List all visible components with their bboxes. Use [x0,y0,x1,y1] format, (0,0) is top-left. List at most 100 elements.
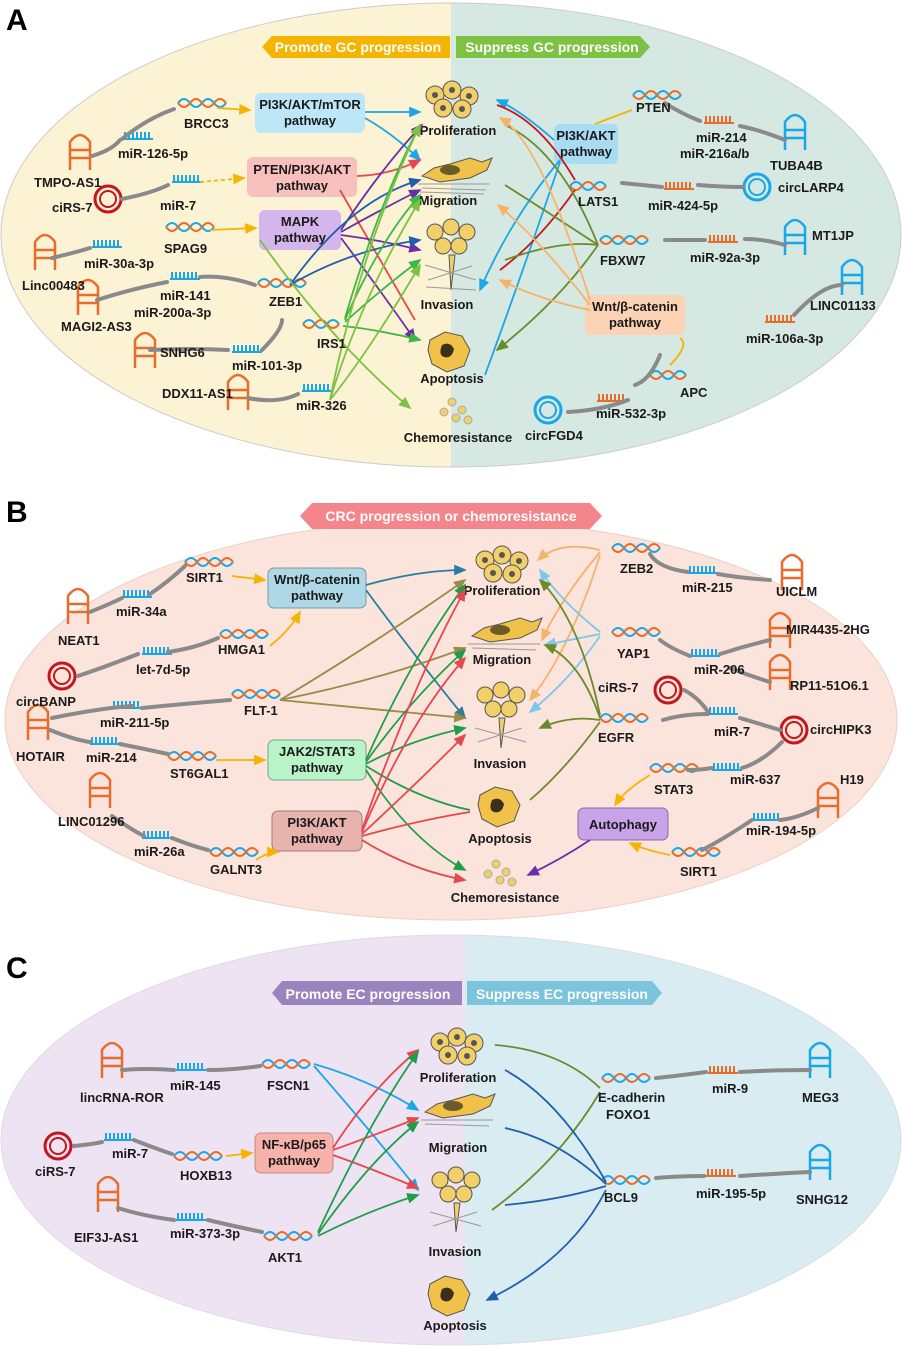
mrna-icons-c [173,1059,651,1241]
proliferation-cells-icon [425,80,479,119]
apoptosis-cell-icon-b [477,786,521,828]
chemoresistance-dots-icon [439,397,473,425]
svg-text:EIF3J-AS1: EIF3J-AS1 [74,1230,138,1245]
svg-text:miR-373-3p: miR-373-3p [170,1226,240,1241]
outcome-invasion-c: Invasion [429,1244,482,1259]
svg-text:EGFR: EGFR [598,730,635,745]
promote-gc-banner-shape [262,36,450,58]
svg-text:miR-92a-3p: miR-92a-3p [690,250,760,265]
promote-ec-banner-shape [272,981,462,1005]
svg-text:pathway: pathway [291,760,344,775]
svg-text:miR-7: miR-7 [714,724,750,739]
svg-text:PTEN/PI3K/AKT: PTEN/PI3K/AKT [253,162,351,177]
svg-text:ZEB2: ZEB2 [620,561,653,576]
svg-text:pathway: pathway [274,230,327,245]
pi3k-akt-mtor-pathway: PI3K/AKT/mTOR pathway [255,93,365,133]
wnt-pathway-b: Wnt/β-catenin pathway [267,567,367,609]
svg-text:YAP1: YAP1 [617,646,650,661]
mrna-icons-b [167,543,721,857]
svg-text:TMPO-AS1: TMPO-AS1 [34,175,101,190]
apoptosis-cell-icon [427,331,471,373]
outcome-migration-b: Migration [473,652,532,667]
promote-gc-banner: Promote GC progression [275,39,441,55]
pi3k-akt-pathway: PI3K/AKT pathway [554,124,618,164]
panel-a-letter: A [6,4,28,37]
svg-text:lincRNA-ROR: lincRNA-ROR [80,1090,164,1105]
svg-text:TUBA4B: TUBA4B [770,158,823,173]
svg-text:SNHG12: SNHG12 [796,1192,848,1207]
svg-text:PI3K/AKT: PI3K/AKT [556,128,615,143]
svg-text:FSCN1: FSCN1 [267,1078,310,1093]
pten-pi3k-akt-pathway: PTEN/PI3K/AKT pathway [247,157,357,197]
svg-text:miR-26a: miR-26a [134,844,185,859]
svg-text:E-cadherin: E-cadherin [598,1090,665,1105]
mrna-icons-right-a [569,90,687,380]
svg-text:pathway: pathway [276,178,329,193]
outcome-apoptosis: Apoptosis [420,371,484,386]
mirna-comb-icons-b [90,566,782,839]
cirs7-circrna-icon-b [653,675,683,705]
outcome-chemoresistance-b: Chemoresistance [451,890,559,905]
svg-text:SIRT1: SIRT1 [186,570,223,585]
svg-text:MEG3: MEG3 [802,1090,839,1105]
svg-text:SNHG6: SNHG6 [160,345,205,360]
svg-text:pathway: pathway [268,1153,321,1168]
svg-text:pathway: pathway [609,315,662,330]
svg-text:MIR4435-2HG: MIR4435-2HG [786,622,870,637]
panel-a: A Promote GC progression Suppress GC pro… [0,2,902,468]
outcome-apoptosis-b: Apoptosis [468,831,532,846]
svg-text:HOTAIR: HOTAIR [16,749,65,764]
svg-text:Autophagy: Autophagy [589,817,658,832]
svg-text:miR-30a-3p: miR-30a-3p [84,256,154,271]
outcome-apoptosis-c: Apoptosis [423,1318,487,1333]
circfgd4-circrna-icon [533,395,563,425]
svg-text:circBANP: circBANP [16,694,76,709]
svg-text:RP11-51O6.1: RP11-51O6.1 [790,678,869,693]
migration-cell-icon-c [421,1093,496,1127]
svg-text:miR-101-3p: miR-101-3p [232,358,302,373]
arrows-panel-b [216,545,671,884]
svg-text:APC: APC [680,385,708,400]
svg-text:circLARP4: circLARP4 [778,180,845,195]
svg-text:MT1JP: MT1JP [812,228,854,243]
svg-text:Wnt/β-catenin: Wnt/β-catenin [274,572,360,587]
grey-connectors-b [48,552,820,852]
svg-text:BCL9: BCL9 [604,1190,638,1205]
svg-text:miR-206: miR-206 [694,662,745,677]
panel-c-letter: C [6,952,28,985]
svg-text:FOXO1: FOXO1 [606,1107,650,1122]
svg-text:MAPK: MAPK [281,214,320,229]
svg-text:let-7d-5p: let-7d-5p [136,662,190,677]
svg-text:pathway: pathway [291,588,344,603]
invasion-cells-icon [424,218,477,291]
svg-text:ciRS-7: ciRS-7 [598,680,638,695]
svg-text:miR-200a-3p: miR-200a-3p [134,305,211,320]
grey-connectors-a [50,101,844,414]
svg-text:H19: H19 [840,772,864,787]
svg-text:ciRS-7: ciRS-7 [52,200,92,215]
svg-text:miR-7: miR-7 [160,198,196,213]
crc-banner-shape [300,503,602,529]
arrows-panel-a [199,99,685,410]
svg-text:miR-326: miR-326 [296,398,347,413]
lncrna-hairpin-icons-c [96,1041,832,1212]
invasion-cells-icon-b [474,681,527,749]
svg-text:FBXW7: FBXW7 [600,253,646,268]
panel-b: B CRC progression or chemoresistance Wnt… [4,496,898,921]
svg-text:PI3K/AKT: PI3K/AKT [287,815,346,830]
svg-text:LINC01133: LINC01133 [810,298,876,313]
proliferation-cells-icon-c [430,1027,484,1066]
svg-text:AKT1: AKT1 [268,1250,302,1265]
panel-b-letter: B [6,496,28,529]
jak2-stat3-pathway: JAK2/STAT3 pathway [267,739,367,781]
mirna-comb-icons-left-a [92,132,332,392]
svg-text:ST6GAL1: ST6GAL1 [170,766,229,781]
svg-text:miR-214: miR-214 [696,130,747,145]
cirs7-circrna-icon-c [43,1131,73,1161]
circbanp-circrna-icon [47,661,77,691]
outcome-proliferation: Proliferation [420,123,497,138]
crc-banner: CRC progression or chemoresistance [325,508,577,524]
svg-text:SIRT1: SIRT1 [680,864,717,879]
svg-text:LATS1: LATS1 [578,194,618,209]
